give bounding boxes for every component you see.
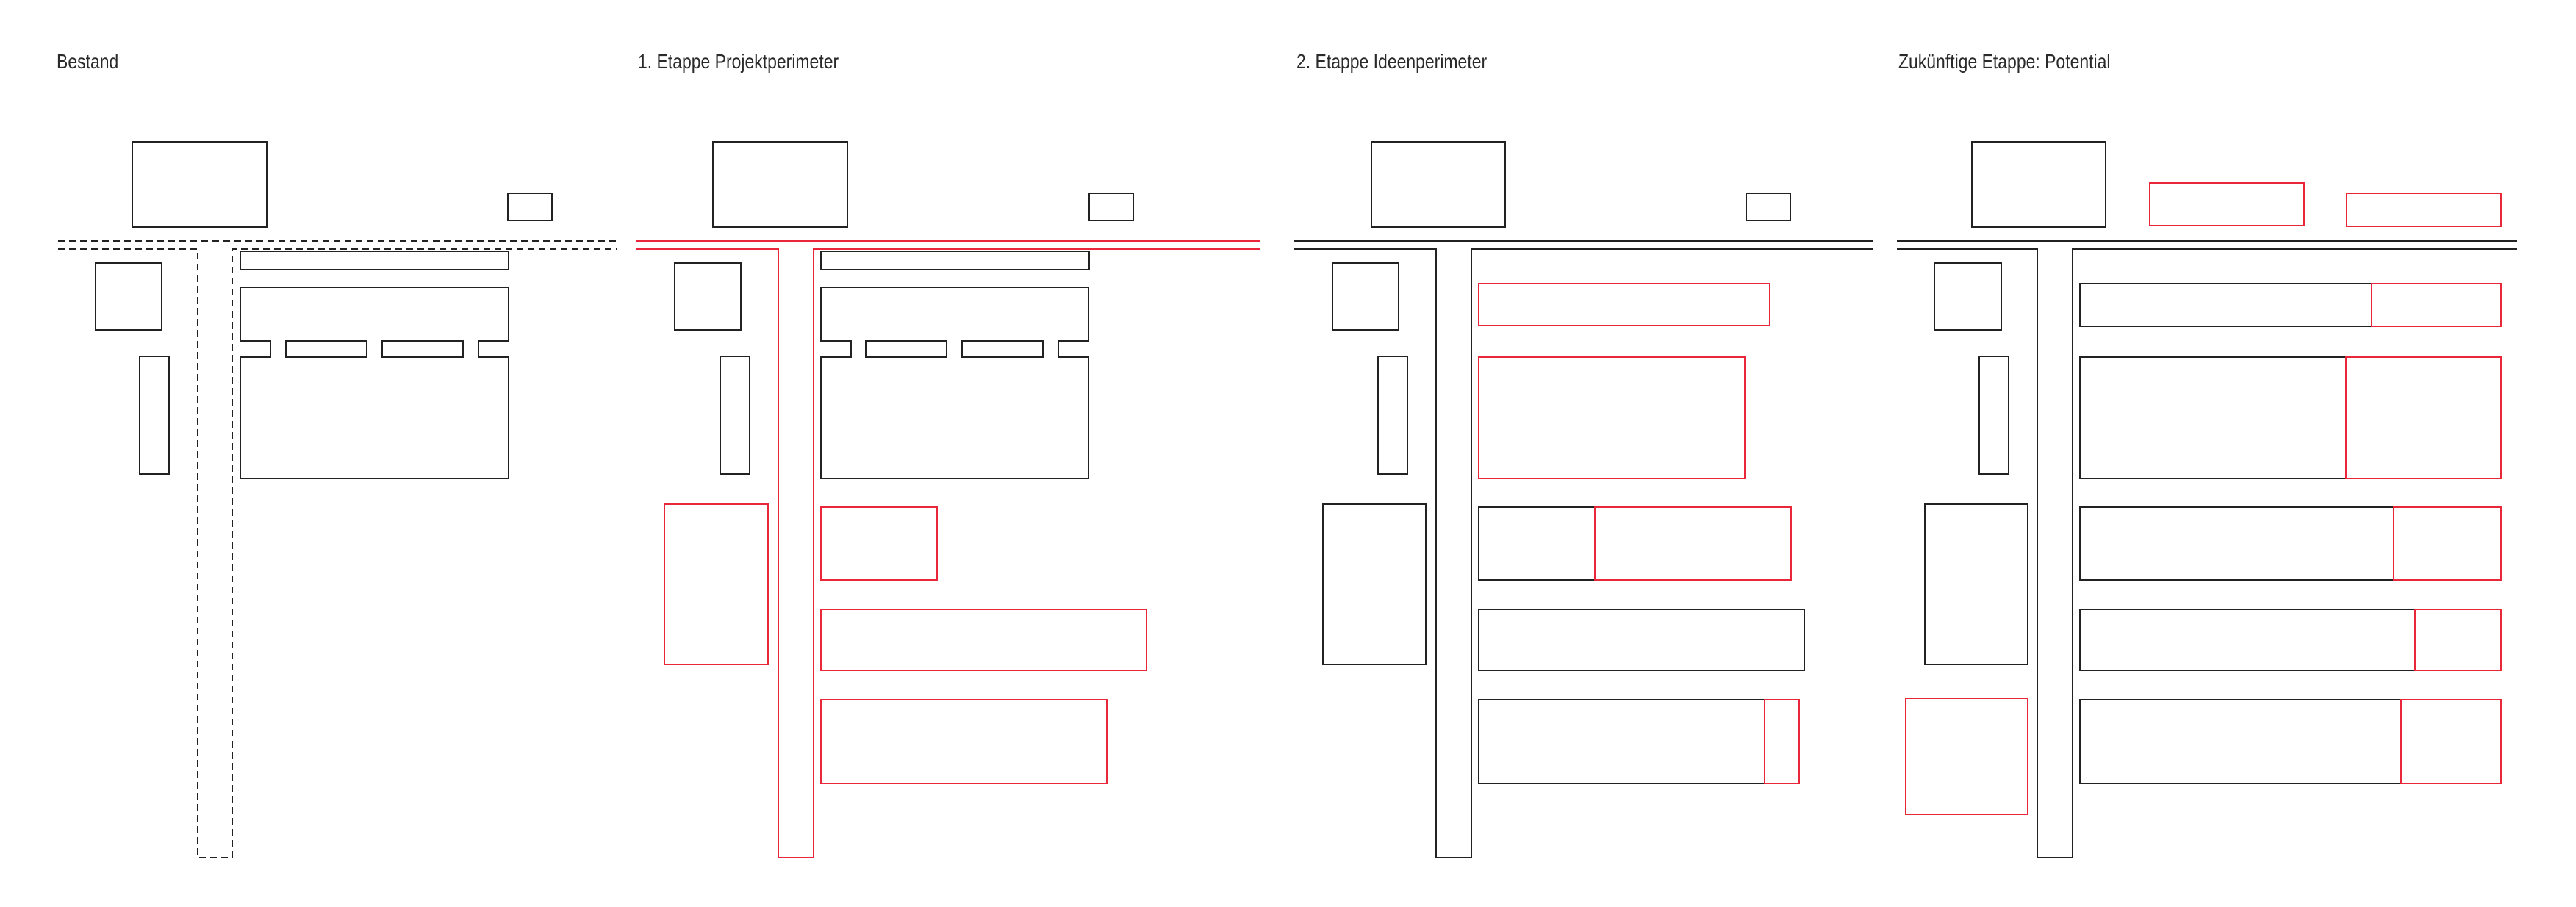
building-north <box>1371 141 1506 228</box>
panel-title-zukuenftig: Zukünftige Etappe: Potential <box>1898 50 2111 73</box>
new-building-south <box>820 699 1108 784</box>
idea-building-strip <box>1478 283 1770 326</box>
idea-building-hall <box>1478 356 1746 479</box>
building-hall-part-1 <box>285 340 367 358</box>
row-5-potential <box>2400 699 2502 784</box>
building-hall-part-2 <box>961 340 1044 358</box>
row-4-potential <box>2414 609 2502 671</box>
building-west-square <box>95 262 162 331</box>
row-3-potential <box>2393 506 2502 581</box>
building-small-north <box>1088 193 1134 221</box>
building-west-square <box>1332 262 1399 331</box>
road-network <box>1294 248 1873 858</box>
panel-title-etappe-1: 1. Etappe Projektperimeter <box>638 50 839 73</box>
building-hall-part-2 <box>381 340 464 358</box>
building-west-square <box>1934 262 2002 331</box>
new-building-long <box>820 609 1147 671</box>
building-south <box>1478 699 1765 784</box>
building-long <box>1478 609 1805 671</box>
building-north <box>1971 141 2106 228</box>
new-building-west <box>664 503 769 665</box>
building-west-narrow <box>1978 356 2009 475</box>
panel-zukuenftig <box>1897 141 2517 858</box>
building-north <box>132 141 268 228</box>
building-strip <box>240 251 509 270</box>
row-3-existing <box>2079 506 2394 581</box>
potential-north-2 <box>2346 193 2502 227</box>
row-4-existing <box>2079 609 2416 671</box>
idea-building-extension-1 <box>1594 506 1792 581</box>
panel-title-etappe-2: 2. Etappe Ideenperimeter <box>1296 50 1488 73</box>
road-network <box>1897 248 2517 858</box>
row-2-existing <box>2079 356 2347 479</box>
row-1-potential <box>2371 283 2502 327</box>
building-hall <box>820 287 1089 479</box>
row-1-existing <box>2079 283 2372 327</box>
building-west-narrow <box>1377 356 1408 475</box>
building-small <box>1478 506 1596 581</box>
potential-southwest <box>1905 698 2028 815</box>
building-small-north <box>1746 193 1791 221</box>
row-2-potential <box>2345 356 2502 479</box>
building-west-square <box>674 262 742 331</box>
panel-etappe-2 <box>1294 141 1873 858</box>
new-building-small <box>820 506 938 581</box>
building-small-north <box>507 193 553 221</box>
building-west-narrow <box>720 356 750 475</box>
potential-north-1 <box>2149 182 2305 226</box>
panel-etappe-1 <box>636 141 1260 858</box>
building-west-large <box>1924 503 2028 665</box>
idea-building-extension-2 <box>1764 699 1800 784</box>
building-west-large <box>1322 503 1427 665</box>
panel-title-bestand: Bestand <box>57 50 119 73</box>
building-hall-part-1 <box>865 340 947 358</box>
road-network <box>636 248 1260 858</box>
building-west-narrow <box>139 356 170 475</box>
panel-bestand <box>58 141 617 858</box>
building-strip <box>820 251 1090 270</box>
row-5-existing <box>2079 699 2402 784</box>
building-hall <box>240 287 509 479</box>
building-north <box>712 141 848 228</box>
road-network <box>58 248 617 858</box>
